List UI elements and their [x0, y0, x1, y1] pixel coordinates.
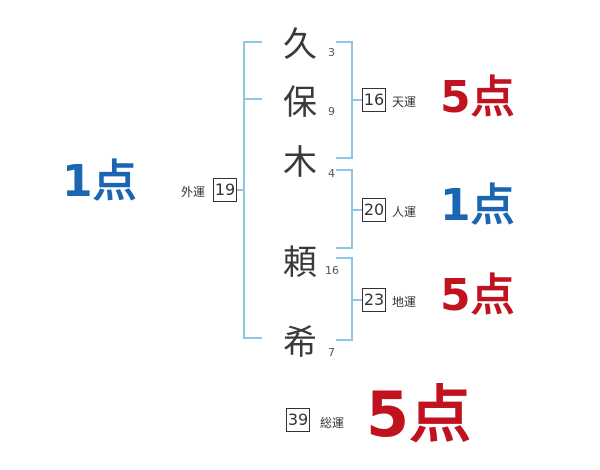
name-char-5: 希	[283, 323, 317, 363]
jinun-value: 20	[362, 198, 386, 222]
jinun-label: 人運	[392, 205, 417, 219]
stroke-count-5: 7	[328, 346, 335, 359]
chiun-label: 地運	[392, 295, 417, 309]
gaiun-value: 19	[213, 178, 237, 202]
souun-value: 39	[286, 408, 310, 432]
gaiun-bracket	[243, 41, 262, 339]
stroke-count-1: 3	[328, 46, 335, 59]
stroke-count-4: 16	[325, 264, 339, 277]
name-char-1: 久	[283, 25, 317, 65]
tenun-value: 16	[362, 88, 386, 112]
chiun-score: 5点	[440, 270, 515, 321]
jinun-bracket	[336, 169, 353, 249]
stroke-count-2: 9	[328, 105, 335, 118]
name-char-3: 木	[283, 143, 317, 183]
souun-score: 5点	[366, 378, 472, 451]
name-char-4: 頼	[283, 243, 317, 283]
gaiun-score: 1点	[62, 156, 137, 207]
gaiun-label: 外運	[181, 185, 206, 199]
jinun-score: 1点	[440, 180, 515, 231]
tenun-label: 天運	[392, 95, 417, 109]
tenun-bracket	[336, 41, 353, 159]
chiun-value: 23	[362, 288, 386, 312]
tenun-score: 5点	[440, 72, 515, 123]
souun-label: 総運	[320, 416, 345, 430]
name-char-2: 保	[283, 83, 317, 123]
stroke-count-3: 4	[328, 167, 335, 180]
